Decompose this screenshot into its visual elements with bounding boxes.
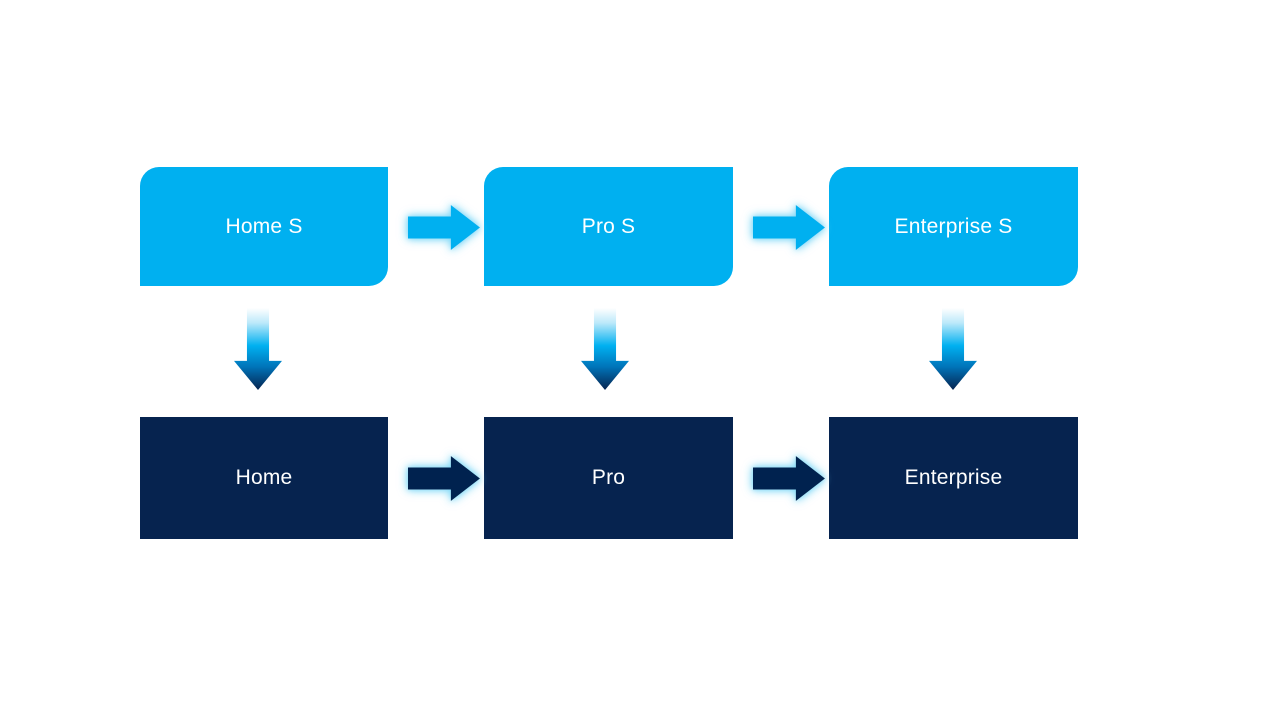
arrow-enterprise-s-to-enterprise [929, 308, 977, 390]
node-label-pro-s: Pro S [581, 214, 636, 238]
arrow-pro-s-to-pro [581, 308, 629, 390]
node-home-s[interactable]: Home S [140, 167, 388, 286]
node-enterprise[interactable]: Enterprise [829, 417, 1078, 539]
node-label-enterprise-s: Enterprise S [894, 214, 1013, 238]
node-label-enterprise: Enterprise [904, 466, 1003, 490]
arrow-right-icon [408, 456, 480, 501]
arrow-pro-to-enterprise [753, 456, 825, 501]
node-pro[interactable]: Pro [484, 417, 733, 539]
arrow-down-icon [581, 308, 629, 390]
arrow-home-s-to-pro-s [408, 205, 480, 250]
arrow-down-icon [929, 308, 977, 390]
arrow-right-icon [408, 205, 480, 250]
arrow-down-icon [234, 308, 282, 390]
arrow-right-icon [753, 205, 825, 250]
arrow-pro-s-to-enterprise-s [753, 205, 825, 250]
arrow-home-to-pro [408, 456, 480, 501]
node-label-home-s: Home S [225, 214, 303, 238]
node-enterprise-s[interactable]: Enterprise S [829, 167, 1078, 286]
node-home[interactable]: Home [140, 417, 388, 539]
node-pro-s[interactable]: Pro S [484, 167, 733, 286]
arrow-right-icon [753, 456, 825, 501]
node-label-home: Home [235, 466, 293, 490]
node-label-pro: Pro [591, 466, 626, 490]
arrow-home-s-to-home [234, 308, 282, 390]
